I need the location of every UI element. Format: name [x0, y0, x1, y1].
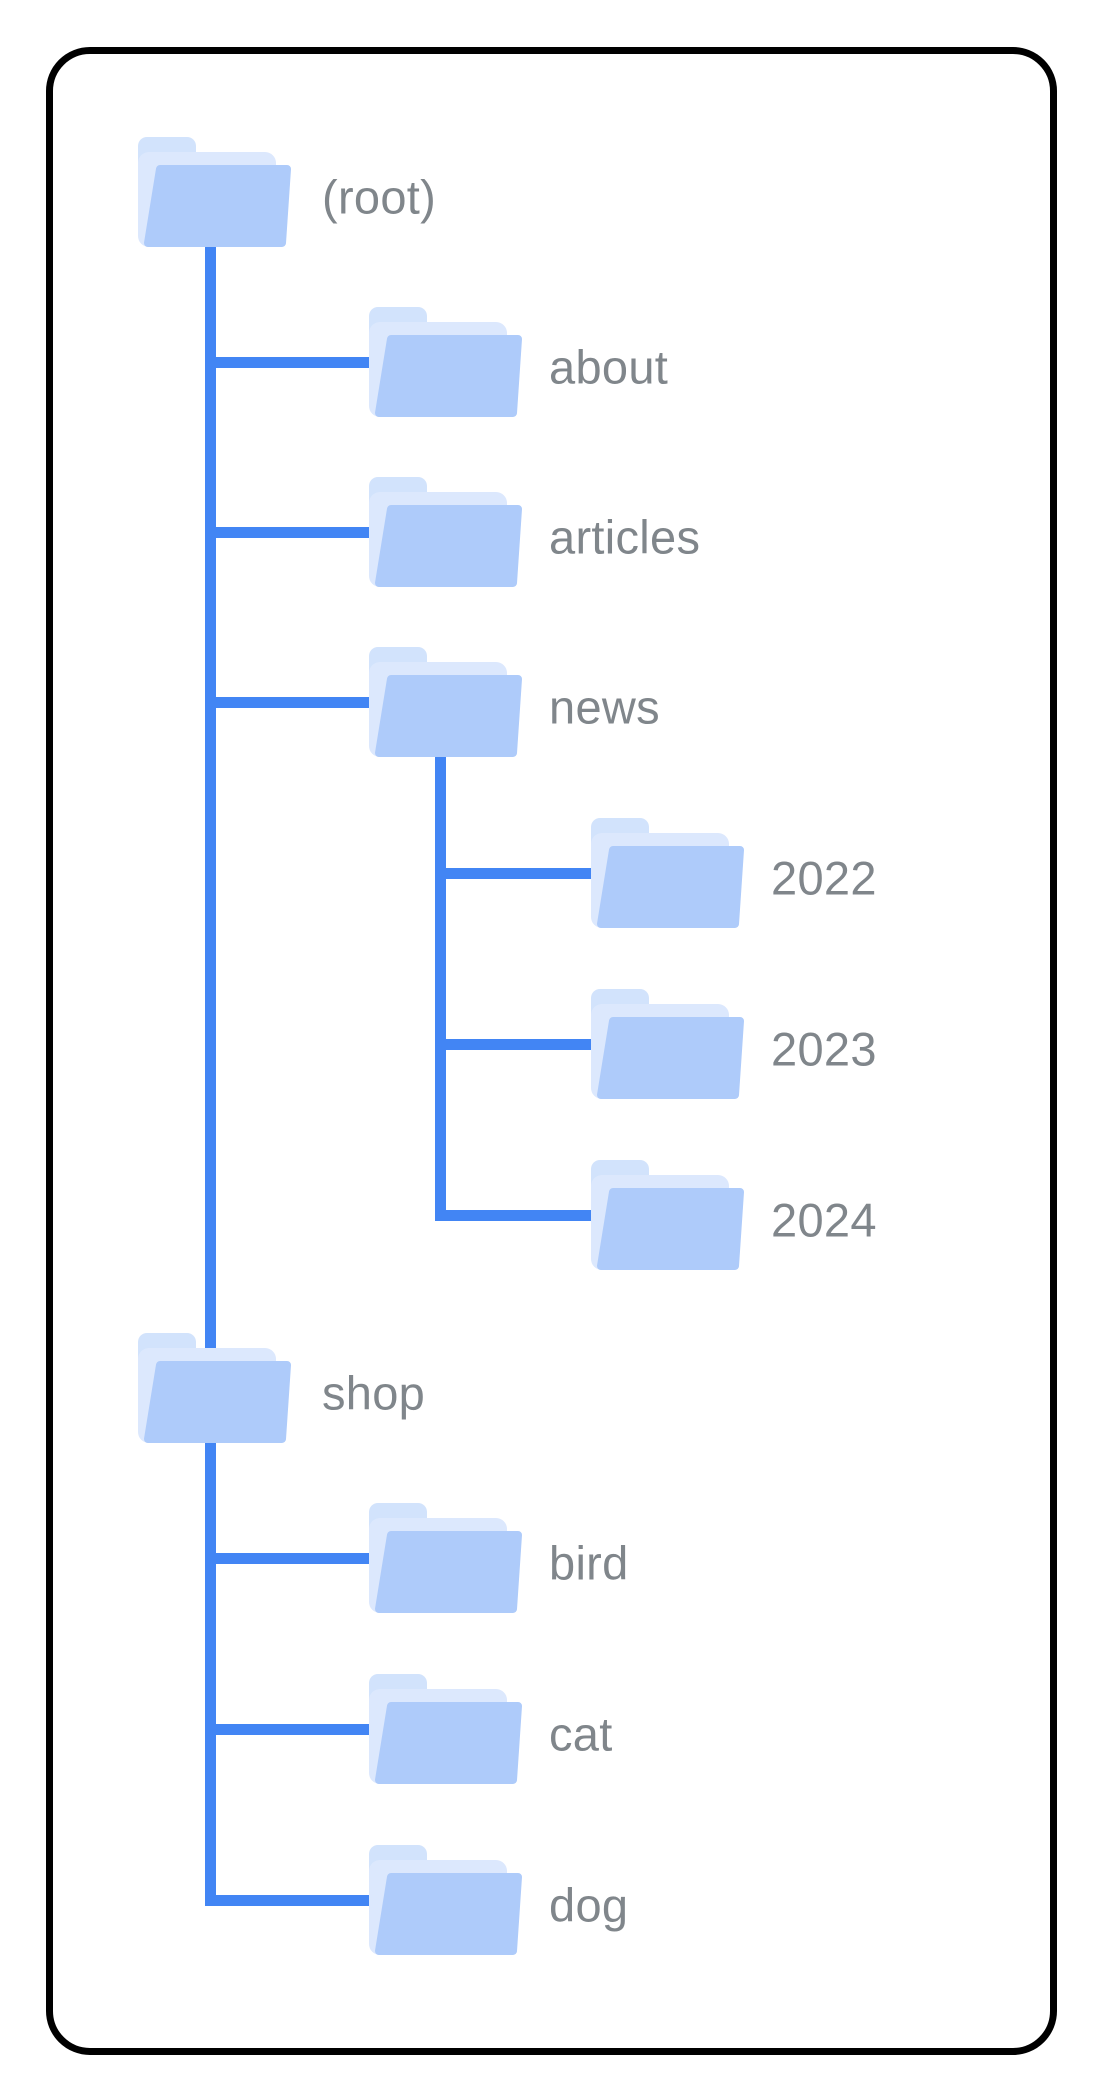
node-label: 2022	[771, 851, 877, 905]
tree-node-bird: bird	[369, 1503, 628, 1613]
tree-node-articles: articles	[369, 477, 700, 587]
node-label: (root)	[322, 170, 437, 224]
tree-node-news: news	[369, 647, 660, 757]
folder-icon	[591, 1160, 744, 1270]
node-label: about	[549, 340, 669, 394]
tree-node-2023: 2023	[591, 989, 876, 1099]
node-label: 2023	[771, 1022, 877, 1076]
tree-node-cat: cat	[369, 1674, 612, 1784]
folder-icon	[138, 137, 291, 247]
node-label: shop	[322, 1366, 426, 1420]
connector-branch-bird	[205, 1552, 430, 1564]
tree-node-2022: 2022	[591, 818, 876, 928]
folder-icon	[369, 647, 522, 757]
node-label: dog	[549, 1878, 629, 1932]
connector-branch-2024	[435, 1209, 660, 1221]
node-label: 2024	[771, 1193, 877, 1247]
tree-node-shop: shop	[138, 1333, 425, 1443]
connector-branch-dog	[205, 1894, 430, 1906]
tree-node-about: about	[369, 307, 668, 417]
connector-branch-cat	[205, 1723, 430, 1735]
tree-node-2024: 2024	[591, 1160, 876, 1270]
folder-icon	[369, 1674, 522, 1784]
connector-branch-2023	[435, 1038, 660, 1050]
tree-node-root: (root)	[138, 137, 436, 247]
folder-icon	[369, 1845, 522, 1955]
diagram-border-frame	[46, 47, 1057, 2055]
folder-icon	[591, 989, 744, 1099]
folder-icon	[369, 1503, 522, 1613]
connector-branch-about	[205, 356, 430, 368]
node-label: bird	[549, 1536, 629, 1590]
folder-icon	[369, 307, 522, 417]
connector-news-trunk	[435, 748, 446, 1221]
node-label: news	[549, 680, 660, 734]
node-label: cat	[549, 1707, 613, 1761]
tree-node-dog: dog	[369, 1845, 628, 1955]
connector-branch-articles	[205, 526, 430, 538]
node-label: articles	[549, 510, 701, 564]
connector-root-trunk	[205, 240, 216, 1906]
folder-icon	[369, 477, 522, 587]
connector-branch-2022	[435, 867, 660, 879]
connector-branch-news	[205, 696, 430, 708]
folder-icon	[591, 818, 744, 928]
folder-icon	[138, 1333, 291, 1443]
